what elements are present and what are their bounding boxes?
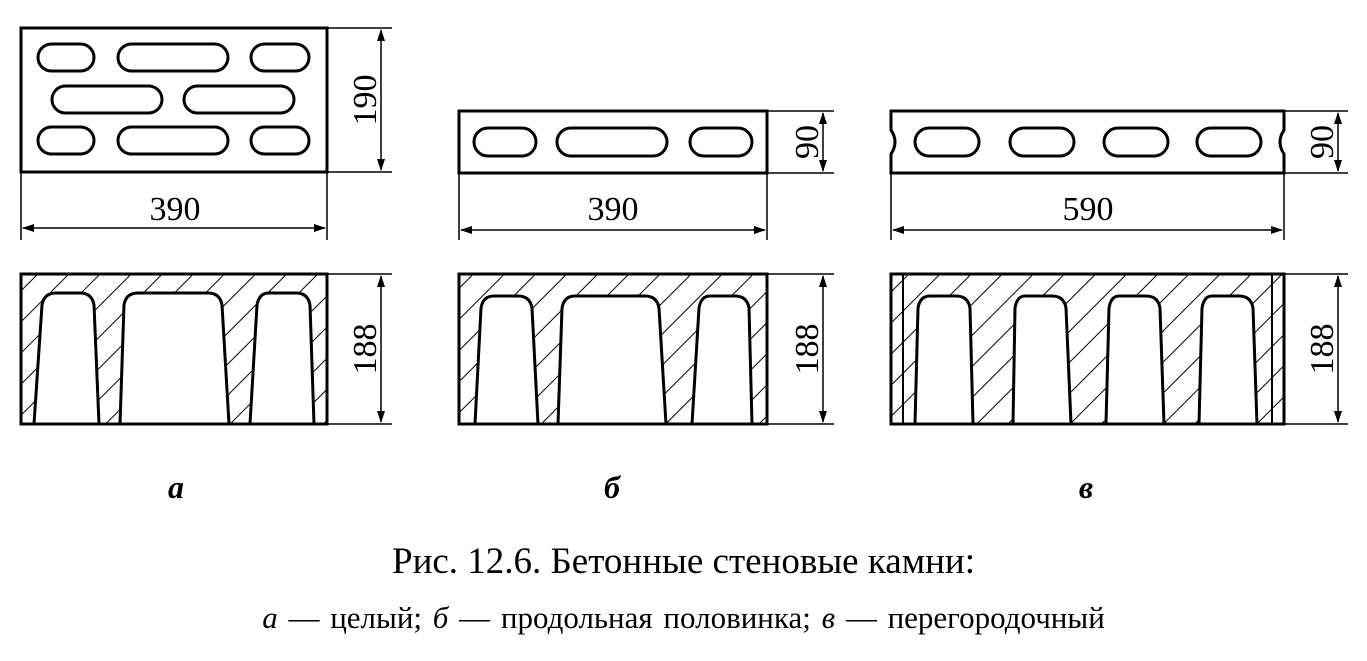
block-b-section xyxy=(457,272,769,426)
block-c-plan-dimensions xyxy=(890,110,1348,240)
block-a-section-dimensions xyxy=(327,273,392,425)
block-c-section-dimensions xyxy=(1284,273,1348,425)
legend-text-a: — целый; xyxy=(288,600,423,635)
legend-text-b: — продольная половинка; xyxy=(459,600,811,635)
block-b-plan xyxy=(457,109,769,175)
block-a-plan xyxy=(19,26,329,174)
legend-letter-c: в xyxy=(821,600,836,635)
block-b-height-section: 188 xyxy=(789,324,826,375)
block-c-section xyxy=(889,272,1286,426)
block-c-height-plan: 90 xyxy=(1304,125,1341,159)
figure-caption-title: Рис. 12.6. Бетонные стеновые камни: xyxy=(392,541,975,582)
block-c-label: в xyxy=(1079,469,1093,505)
block-b-label: б xyxy=(604,469,622,505)
block-a-plan-dimensions xyxy=(20,27,392,240)
block-b-width: 390 xyxy=(588,191,639,228)
block-a-section xyxy=(19,272,329,426)
legend-text-c: — перегородочный xyxy=(845,600,1105,635)
block-a-label: а xyxy=(168,469,184,505)
legend-letter-b: б xyxy=(432,600,449,635)
figure-caption-legend: а — целый; б — продольная половинка; в —… xyxy=(0,600,1367,636)
block-a-height-section: 188 xyxy=(347,324,384,375)
block-a-height-plan: 190 xyxy=(347,75,384,126)
block-b-height-plan: 90 xyxy=(789,125,826,159)
block-c-plan xyxy=(889,109,1286,175)
block-a-width: 390 xyxy=(150,191,201,228)
legend-letter-a: а xyxy=(262,600,278,635)
block-b-section-dimensions xyxy=(767,273,834,425)
block-c-width: 590 xyxy=(1063,191,1114,228)
block-b-plan-dimensions xyxy=(458,110,834,240)
block-c-height-section: 188 xyxy=(1304,324,1341,375)
